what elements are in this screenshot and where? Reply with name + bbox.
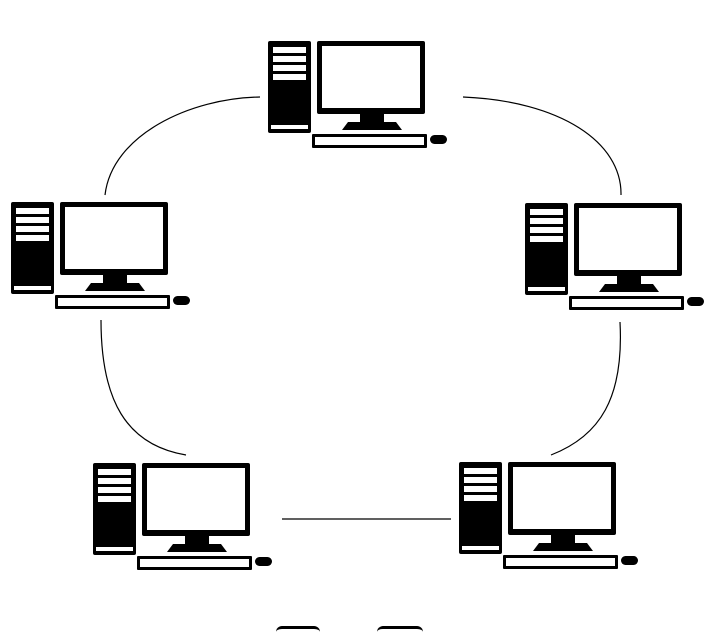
cropped-caption-left [276,626,320,635]
desktop-computer-icon-lower-left [93,463,272,570]
link-lower-left-to-upper-left [100,319,187,456]
desktop-computer-icon-top [268,41,447,148]
desktop-computer-icon-upper-right [525,203,704,310]
link-top-to-upper-right [462,96,622,196]
cropped-caption-right [377,626,423,635]
desktop-computer-icon-upper-left [11,202,190,309]
link-upper-right-to-lower-right [550,321,622,456]
link-upper-left-to-top [104,96,261,196]
desktop-computer-icon-lower-right [459,462,638,569]
